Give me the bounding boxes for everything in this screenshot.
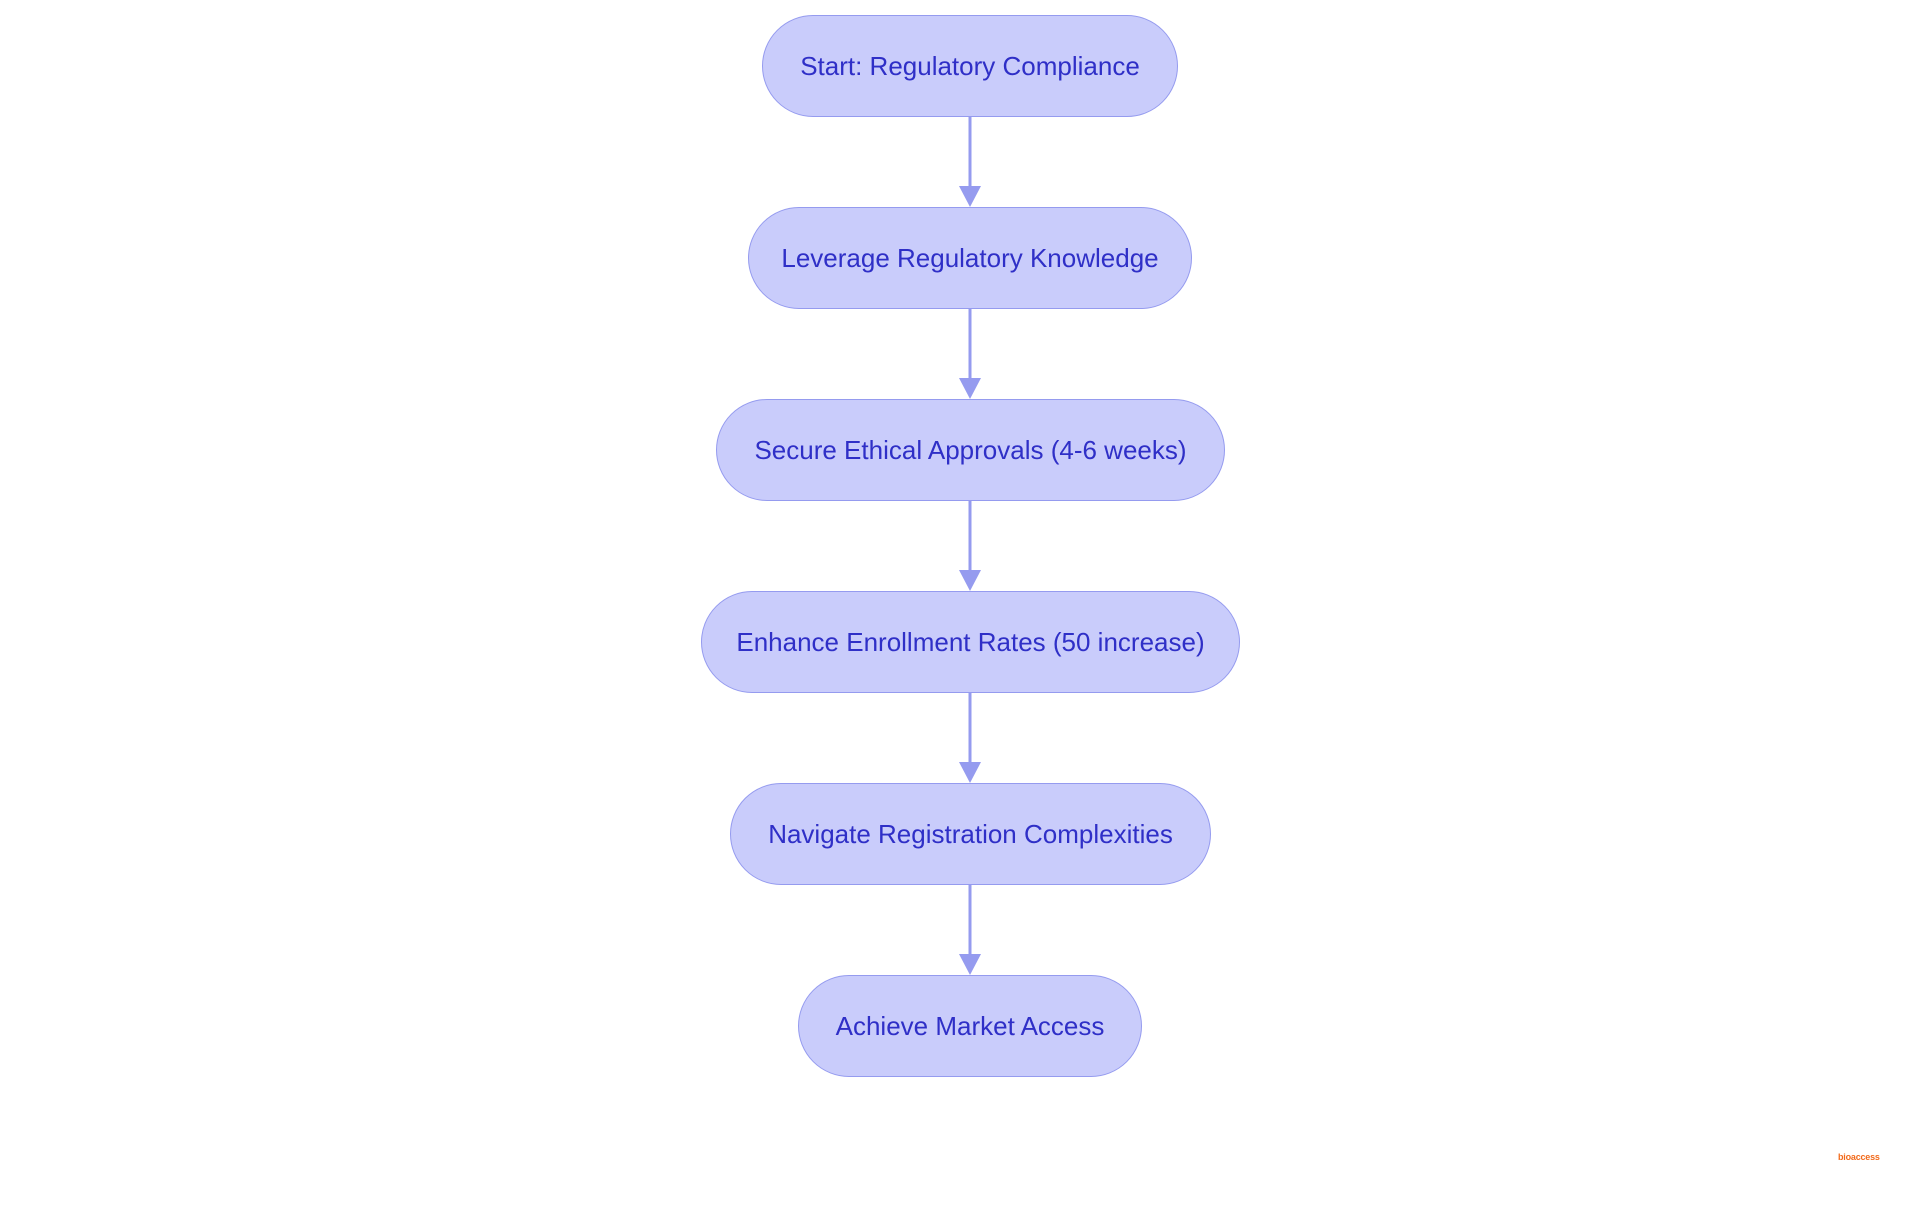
node-navigate-registration-complexities: Navigate Registration Complexities bbox=[730, 783, 1211, 885]
node-label: Navigate Registration Complexities bbox=[768, 818, 1173, 849]
node-secure-ethical-approvals: Secure Ethical Approvals (4-6 weeks) bbox=[716, 399, 1225, 501]
node-enhance-enrollment-rates: Enhance Enrollment Rates (50 increase) bbox=[701, 591, 1240, 693]
edge-enrollment-to-registration bbox=[959, 693, 981, 783]
node-leverage-regulatory-knowledge: Leverage Regulatory Knowledge bbox=[748, 207, 1192, 309]
edge-registration-to-market bbox=[959, 885, 981, 975]
edge-leverage-to-ethical bbox=[959, 309, 981, 399]
node-label: Leverage Regulatory Knowledge bbox=[781, 242, 1159, 273]
edge-start-to-leverage bbox=[959, 117, 981, 207]
node-label: Secure Ethical Approvals (4-6 weeks) bbox=[754, 434, 1187, 465]
edge-ethical-to-enrollment bbox=[959, 501, 981, 591]
node-achieve-market-access: Achieve Market Access bbox=[798, 975, 1142, 1077]
node-label: Start: Regulatory Compliance bbox=[800, 50, 1140, 81]
bioaccess-logo: bioaccess bbox=[1838, 1152, 1880, 1162]
node-label: Achieve Market Access bbox=[835, 1010, 1105, 1041]
node-label: Enhance Enrollment Rates (50 increase) bbox=[736, 626, 1205, 657]
node-start-regulatory-compliance: Start: Regulatory Compliance bbox=[762, 15, 1178, 117]
